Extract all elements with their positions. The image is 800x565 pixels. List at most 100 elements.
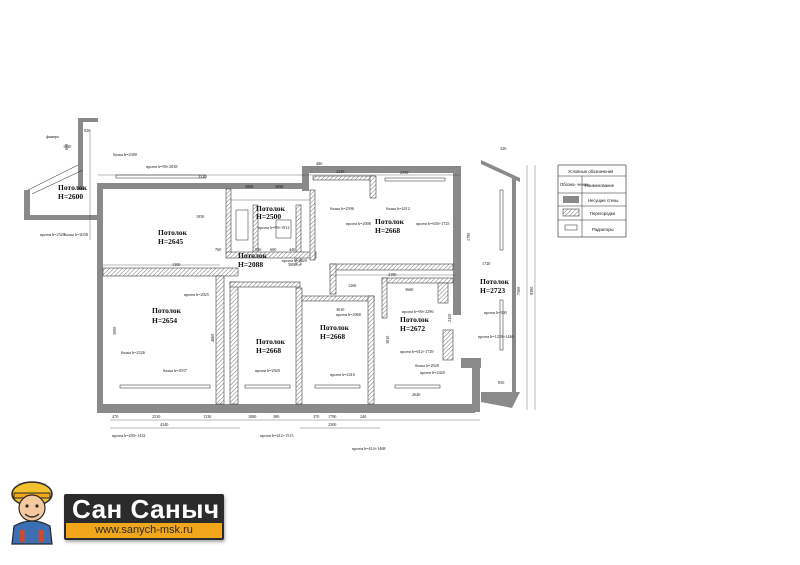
plan-label: проем h=2520 [40,232,65,237]
room-title: Потолок [158,228,188,237]
plan-label: 3630 [385,336,390,344]
plan-label: 470 [112,414,118,419]
radiators [115,174,504,389]
room-title: Потолок [480,277,510,286]
plan-label: 3000 [245,184,253,189]
plan-label: проем h=630+1725 [416,221,450,226]
mascot-logo [11,481,53,545]
load-bearing-walls [24,118,520,413]
plan-label: 1720 [482,261,490,266]
room-title: Потолок [58,183,88,192]
plan-label: 1950 [196,214,204,219]
room-title: Потолок [256,337,286,346]
plan-label: 1520 [63,144,71,149]
legend-row3: Радиаторы [592,227,614,232]
legend-row1: Несущие стены [588,198,618,203]
plan-label: фанера [46,134,59,139]
plan-label: проем h=2068 [336,312,361,317]
room-height: Н=2668 [320,332,345,341]
room-height: Н=2668 [375,226,400,235]
plan-label: 830 [498,380,504,385]
plan-label: проем h=2416 [330,372,355,377]
plan-label: проем h=90+1912 [258,225,289,230]
plan-label: 320 [500,146,506,151]
plan-label: балка h=2937 [163,368,187,373]
plan-label: 4660 [210,334,215,342]
plan-label: 3610 [336,307,344,312]
plan-label: проем h=450+1432 [112,433,146,438]
plan-label: 600 [270,247,276,252]
brand-name: Сан Саныч [72,494,220,524]
plan-label: проем h=90+2296 [402,309,433,314]
plan-label: 2640 [412,392,420,397]
plan-label: 2550 [400,170,408,175]
plan-label: 1880 [248,414,256,419]
plan-label: проем h=414+1468 [352,446,386,451]
plan-label: 650 [64,144,69,150]
plan-label: балка h=2396 [330,206,354,211]
room-title: Потолок [375,217,405,226]
plan-label: проем h=2025 [184,292,209,297]
room-height: Н=2672 [400,324,425,333]
legend-title: Условные обозначения [568,169,613,174]
legend-col1: Обозна- чение [560,182,589,187]
brand-website[interactable]: www.sanych-msk.ru [66,523,222,538]
plan-label: 3520 [198,174,206,179]
room-height: Н=2668 [256,346,281,355]
plan-label: 3660 [405,287,413,292]
room-height: Н=2088 [238,260,263,269]
plan-label: 370 [313,414,319,419]
room-title: Потолок [152,306,182,315]
plan-label: проем h=2020 [282,258,307,263]
dimension-numbers: 820 1520 3520 3000 3690 480 2230 2550 32… [63,128,534,427]
plan-label: проем h=2920 [255,368,280,373]
room-height: Н=2723 [480,286,505,295]
plan-label: 4340 [160,422,168,427]
room-title: Потолок [238,251,268,260]
room-labels: Потолок Н=2600 Потолок Н=2645 Потолок Н=… [58,183,510,355]
legend-row2: Перегородки [590,211,616,216]
partitions [102,175,454,405]
plan-label: 7560 [516,287,521,295]
room-title: Потолок [256,204,286,213]
plan-label: 240 [360,414,366,419]
plan-label: балка h=2928 [415,363,439,368]
plan-label: балка h=2038 [64,232,88,237]
plan-label: 2500 [328,422,336,427]
room-title: Потолок [320,323,350,332]
plan-label: 1330 [203,414,211,419]
plan-label: 2450 [447,314,452,322]
plan-label: балка h=2412 [386,206,410,211]
legend: Условные обозначения Обозна- чение Наиме… [557,164,627,238]
plan-label: 2230 [336,169,344,174]
plan-label: проем h=412+1515 [260,433,294,438]
plan-label: 1790 [328,414,336,419]
wall-swatch [563,196,579,203]
plan-label: проем h=300 [484,310,507,315]
plan-label: балка h=2326 [121,350,145,355]
plan-label: проем h=2420 [420,370,445,375]
plan-label: 3000 [288,262,296,267]
radiator-swatch [564,224,578,231]
plan-label: 2530 [152,414,160,419]
notes: фанера балка h=2380 проем h=90+2038 прое… [40,134,514,451]
plan-label: проем h=1230+1446 [478,334,514,339]
partition-swatch [562,208,580,217]
plan-label: проем h=90+2038 [146,164,177,169]
plan-label: 4180 [388,272,396,277]
plan-label: 1300 [172,262,180,267]
room-title: Потолок [400,315,430,324]
legend-col2: Наименование [585,183,615,188]
plan-label: балка h=2380 [113,152,137,157]
dimension-lines [89,130,536,429]
plan-label: 760 [215,247,221,252]
room-height: Н=2654 [152,316,177,325]
plan-label: 380 [273,414,279,419]
plan-label: проем h=2008 [346,221,371,226]
room-height: Н=2500 [256,212,281,221]
plan-label: 3000 [112,327,117,335]
plan-label: 3690 [275,184,283,189]
plan-label: 1260 [348,283,356,288]
room-height: Н=2645 [158,237,183,246]
